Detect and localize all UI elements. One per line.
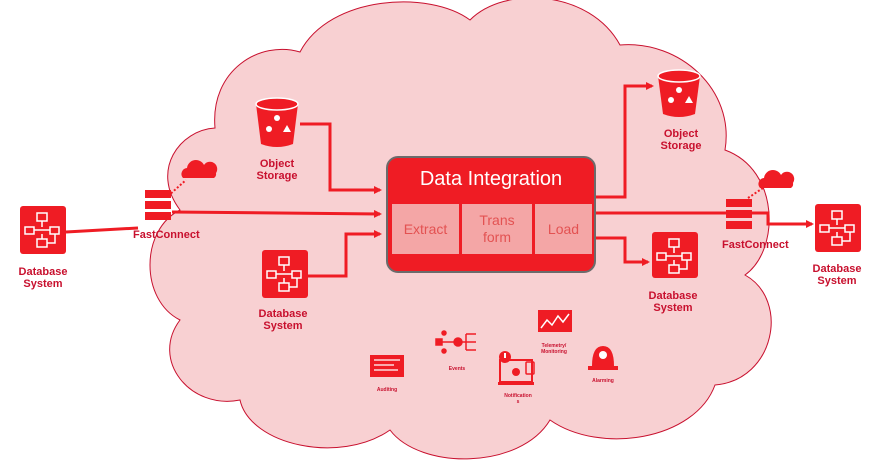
database-system-icon bbox=[262, 250, 308, 298]
telemetry-label: Telemetry/ Monitoring bbox=[541, 343, 567, 355]
connector-db-to-fastconnect bbox=[65, 226, 139, 234]
db-left-label: Database System bbox=[18, 266, 68, 290]
db-inner-left-label: Database System bbox=[258, 308, 308, 332]
connector-fastconnect-to-di bbox=[171, 209, 382, 218]
data-integration-title: Data Integration bbox=[419, 168, 563, 190]
notifications-icon bbox=[498, 351, 535, 385]
object-storage-right-label: Object Storage bbox=[660, 128, 702, 152]
data-integration-box: Data Integration Extract Trans form Load bbox=[386, 156, 596, 273]
database-system-icon bbox=[20, 206, 66, 254]
alarming-label: Alarming bbox=[592, 378, 614, 384]
events-icon bbox=[435, 330, 476, 354]
auditing-label: Auditing bbox=[376, 387, 398, 393]
connector-di-to-objstore bbox=[596, 82, 654, 199]
object-storage-left-label: Object Storage bbox=[256, 158, 298, 182]
db-right-label: Database System bbox=[812, 263, 862, 287]
load-step: Load bbox=[535, 204, 592, 254]
connector-fastconnect-to-db bbox=[752, 211, 814, 228]
database-system-icon bbox=[815, 204, 861, 252]
connector-di-to-db bbox=[596, 236, 650, 266]
database-system-icon bbox=[652, 232, 698, 278]
auditing-icon bbox=[370, 355, 404, 377]
events-label: Events bbox=[448, 366, 466, 372]
internet-cloud-icon bbox=[758, 170, 795, 188]
object-storage-bucket-icon bbox=[255, 97, 299, 147]
extract-step: Extract bbox=[392, 204, 459, 254]
connectors bbox=[65, 82, 814, 278]
internet-cloud-icon bbox=[181, 160, 218, 178]
fastconnect-right-label: FastConnect bbox=[722, 239, 789, 251]
transform-step: Trans form bbox=[462, 204, 532, 254]
alarm-bell-icon bbox=[588, 346, 618, 370]
connector-db-to-di bbox=[306, 230, 382, 278]
fastconnect-left-label: FastConnect bbox=[133, 229, 200, 241]
telemetry-monitoring-icon bbox=[538, 310, 572, 332]
fastconnect-router-icon bbox=[726, 199, 752, 229]
notifications-label: Notification s bbox=[504, 393, 532, 405]
db-inner-right-label: Database System bbox=[648, 290, 698, 314]
fastconnect-router-icon bbox=[145, 190, 171, 220]
connector-objstore-to-di bbox=[300, 122, 382, 194]
object-storage-bucket-icon bbox=[657, 69, 701, 117]
